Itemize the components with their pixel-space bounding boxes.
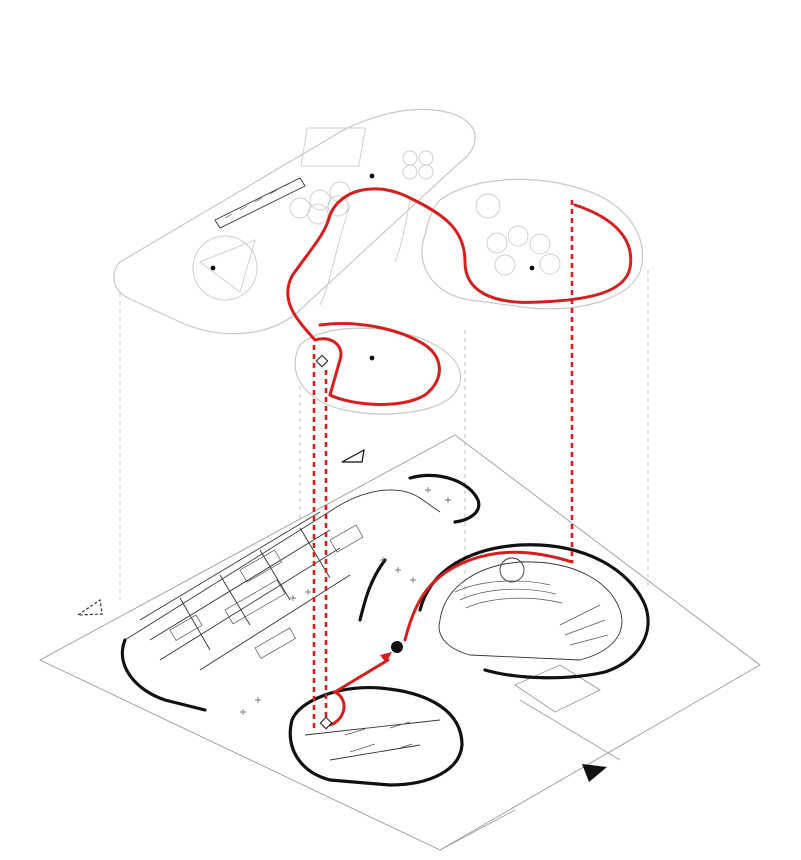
circulation-path [286,187,633,730]
upper-column [494,254,516,276]
upper-marker-dot [210,265,216,271]
upper-route [286,187,633,342]
projection-guides [119,270,649,600]
upper-column [418,164,434,180]
upper-slab-west [113,108,476,335]
upper-column [475,193,501,219]
stage-circle [499,557,525,583]
upper-slab-south [294,327,462,415]
upper-column [529,233,551,255]
upper-column [507,225,529,247]
dashed-triangle-marker-icon [75,598,103,616]
upper-route-south [313,322,441,406]
site-inner-line [514,664,601,713]
upper-curve-wall [319,204,351,306]
upper-curve-wall [394,199,411,263]
upper-column [307,203,329,225]
auditorium-seating [454,580,609,646]
east-wing-wall [418,543,650,680]
upper-column [327,195,349,217]
route-arrow-icon [380,652,392,663]
upper-room-box [300,127,367,167]
furniture-symbols [240,487,451,753]
west-wing-rooms [139,511,364,671]
upper-stair-ticks [224,181,293,219]
north-arrow-outline-icon [341,448,365,463]
stair-marker-icon [319,716,333,730]
south-pavilion-inner [304,719,441,761]
site-inner-line [439,699,621,851]
upper-level-plan [113,108,644,415]
upper-marker-dot [369,173,375,179]
east-wing-inner [438,561,623,661]
upper-column [486,232,508,254]
upper-triangle-room [198,239,256,293]
ground-route [328,658,390,727]
upper-stair-bar [214,177,306,229]
upper-marker-dot [529,265,535,271]
west-wing-wall [120,558,387,712]
upper-marker-dot [369,355,375,361]
south-pavilion-wall [288,686,464,787]
upper-round-room [192,235,258,301]
upper-column [539,253,561,275]
north-arrow-filled-icon [582,764,607,782]
ground-route-east [403,550,574,642]
ground-level-plan [39,434,761,851]
stair-marker-icon [315,354,329,368]
site-boundary [39,434,761,851]
upper-column [402,164,418,180]
entrance-dot-icon [391,641,403,653]
west-wing-slab [124,489,441,641]
north-wing-wall [408,473,481,524]
